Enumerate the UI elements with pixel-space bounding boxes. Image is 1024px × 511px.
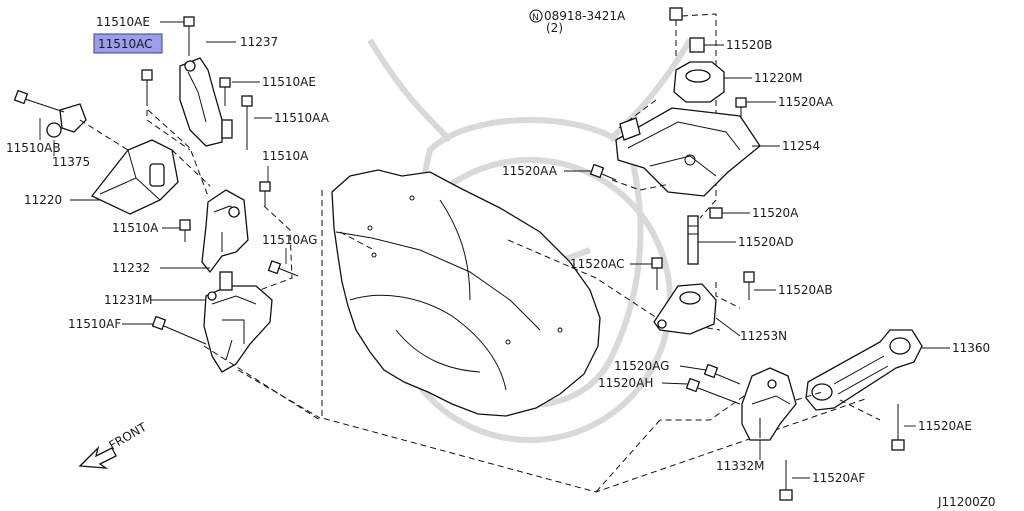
part-08918-nut [669,7,683,21]
label-11520B: 11520B [726,38,772,52]
part-11520AH-bolt [685,377,741,405]
part-11237-bracket [179,57,233,147]
label-11510AF: 11510AF [68,317,121,331]
diagram-code: J11200Z0 [937,495,996,509]
label-11220M: 11220M [754,71,803,85]
label-11520AF: 11520AF [812,471,865,485]
label-11520AC: 11520AC [570,257,625,271]
label-11510A-1: 11510A [262,149,309,163]
part-11520AD-stud [687,215,699,265]
part-labels: 11510AE 11510AC 11237 11510AE 11510AA 11… [6,9,996,509]
label-11510AC: 11510AC [98,37,153,51]
part-11520AB-bolt [715,271,755,309]
part-11510AE-bolt-2 [219,77,231,106]
label-11520AB: 11520AB [778,283,833,297]
label-11510AB: 11510AB [6,141,61,155]
label-11510A-2: 11510A [112,221,159,235]
part-11520AA-bolt-2 [589,163,671,191]
label-quantity: (2) [546,21,563,35]
part-11232-bracket [201,189,249,274]
part-11254-bracket [615,107,761,197]
engine-block [331,169,601,417]
n-mark-icon [529,9,543,23]
part-11510AF-bolt [151,315,207,345]
n-mark-letter: N [532,13,539,23]
label-11253N: 11253N [740,329,787,343]
label-11520AG: 11520AG [614,359,669,373]
label-11510AE-2: 11510AE [262,75,316,89]
front-arrow: FRONT [78,420,150,469]
label-08918-3421A: 08918-3421A [544,9,626,23]
label-11520A: 11520A [752,206,799,220]
label-11375: 11375 [52,155,90,169]
part-11510A-bolt-2 [179,219,191,242]
label-11332M: 11332M [716,459,765,473]
label-11220: 11220 [24,193,62,207]
front-label: FRONT [107,420,150,453]
part-11375-bracket [13,89,129,151]
part-11510AG-bolt [267,260,299,277]
part-11220M-insulator [673,61,725,103]
right-bottom-dashes [660,391,881,421]
leader-lines [39,21,950,479]
label-11510AA: 11510AA [274,111,330,125]
part-11510AA-bolt [241,95,253,150]
label-11254: 11254 [782,139,820,153]
part-11510AC-bolt [141,69,191,151]
part-11510A-bolt-1 [259,181,271,206]
label-11360: 11360 [952,341,990,355]
part-11520AG-bolt [703,363,741,385]
label-11510AE: 11510AE [96,15,150,29]
part-11231M-mount [203,271,273,373]
label-11232: 11232 [112,261,150,275]
highlight-box [93,33,163,54]
part-11520AE-bolt [891,404,905,451]
left-group-dashes [147,109,321,421]
label-11520AA-1: 11520AA [778,95,834,109]
part-11520AC-bolt [651,257,663,290]
label-11520AD: 11520AD [738,235,794,249]
label-11520AH: 11520AH [598,376,653,390]
part-11253N-bracket [653,283,717,335]
label-11237: 11237 [240,35,278,49]
part-11520A-bolt [709,207,723,219]
label-11510AG: 11510AG [262,233,317,247]
label-11231M: 11231M [104,293,153,307]
label-11520AA-2: 11520AA [502,164,558,178]
label-11520AE: 11520AE [918,419,972,433]
part-11332M-bracket [741,367,797,441]
part-11520AF-bolt [779,460,793,501]
part-11360-torque-rod [805,329,923,411]
part-11520B-nut [689,37,705,53]
part-11510AE-bolt-top [183,16,195,56]
part-11220-mount [90,139,211,215]
